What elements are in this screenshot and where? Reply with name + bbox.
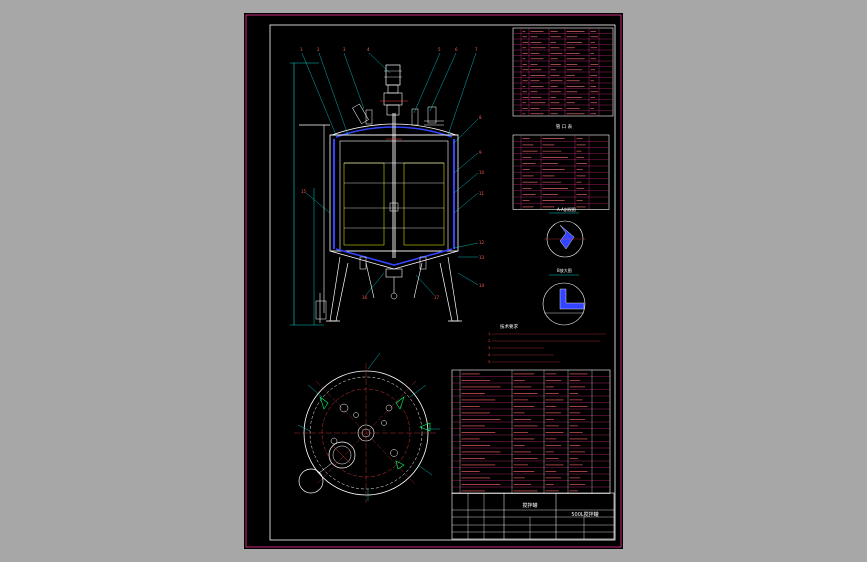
balloon-top-5: 5: [438, 47, 441, 52]
balloon-top-4: 4: [367, 47, 370, 52]
notes-line-5: 5.: [488, 360, 491, 364]
balloon-right-8: 8: [479, 115, 482, 120]
balloon-top-2: 2: [317, 47, 320, 52]
drawing-sheet: 1 2 3 4 5 6 7 8 9 10 11 12 13 14 15 16 1…: [244, 13, 623, 549]
notes-line-1: 1.: [488, 332, 491, 336]
balloon-top-7: 7: [475, 47, 478, 52]
motor: [385, 64, 401, 86]
sheet-outer-frame: [245, 14, 622, 548]
elevation-view: [290, 52, 479, 326]
balloon-right-14: 14: [479, 283, 485, 288]
technical-notes: 技术要求 1. 2. 3. 4. 5.: [488, 323, 606, 364]
detail-view-a: A-A剖视图: [544, 206, 586, 258]
tank-assembly-drawing: 1 2 3 4 5 6 7 8 9 10 11 12 13 14 15 16 1…: [245, 14, 622, 548]
nozzle-table: 管 口 表: [556, 123, 573, 130]
balloon-right-11: 11: [479, 191, 485, 196]
bill-of-materials: [451, 369, 611, 494]
balloon-bottom-17: 17: [434, 295, 440, 300]
balloon-left-15: 15: [301, 189, 307, 194]
sheet-inner-frame: [269, 24, 616, 541]
balloon-bottom-16: 16: [362, 295, 368, 300]
detail-view-a-label: A-A剖视图: [557, 206, 576, 212]
balloon-right-9: 9: [479, 150, 482, 155]
detail-view-b: B放大图: [542, 267, 586, 326]
balloon-right-12: 12: [479, 240, 485, 245]
title-block-name: 搅拌罐: [522, 502, 537, 509]
balloon-top-6: 6: [455, 47, 458, 52]
title-block: 搅拌罐 500L搅拌罐: [451, 492, 615, 540]
notes-line-2: 2.: [488, 339, 491, 343]
balloon-right-10: 10: [479, 170, 485, 175]
nozzle-table-grid: [512, 134, 610, 210]
notes-line-3: 3.: [488, 346, 491, 350]
notes-heading: 技术要求: [500, 323, 518, 330]
bom-grid-border: [451, 369, 611, 494]
title-block-drawing-title: 500L搅拌罐: [571, 511, 598, 518]
detail-view-b-label: B放大图: [557, 267, 572, 273]
nozzle-table-title: 管 口 表: [556, 123, 573, 130]
parts-list: [512, 27, 614, 117]
balloon-labels: 1 2 3 4 5 6 7 8 9 10 11 12 13 14 15 16 1…: [300, 47, 485, 300]
balloon-top-3: 3: [343, 47, 346, 52]
plan-view: [294, 352, 440, 503]
balloon-top-1: 1: [300, 47, 303, 52]
notes-line-4: 4.: [488, 353, 491, 357]
balloon-right-13: 13: [479, 255, 485, 260]
